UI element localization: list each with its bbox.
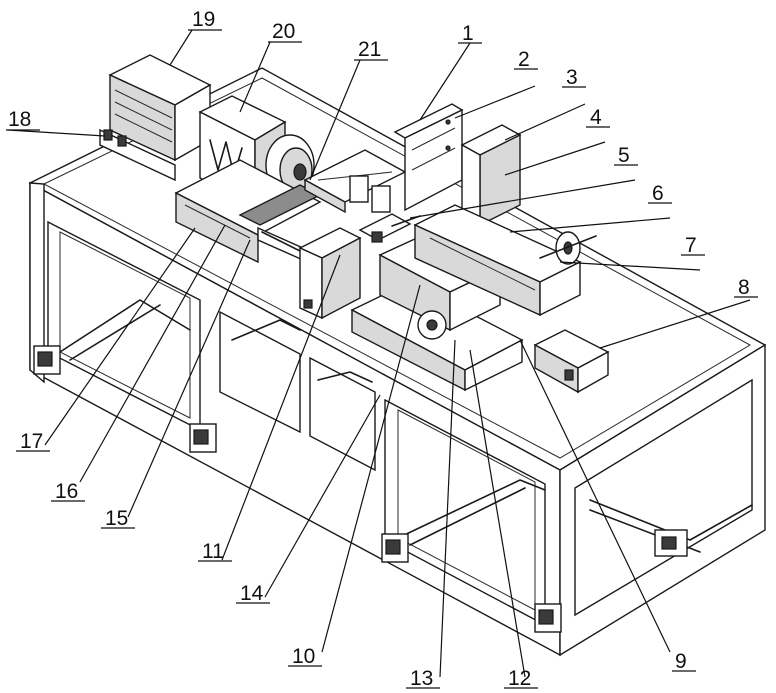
callout-13: 13 (410, 667, 433, 690)
callout-2: 2 (518, 48, 530, 71)
callout-6: 6 (652, 182, 664, 205)
callout-5: 5 (618, 144, 630, 167)
callout-8: 8 (738, 276, 750, 299)
callout-7: 7 (685, 234, 697, 257)
callout-1: 1 (462, 22, 474, 45)
callout-10: 10 (292, 645, 315, 668)
callout-14: 14 (240, 582, 264, 605)
callout-18: 18 (8, 108, 31, 131)
callout-15: 15 (105, 507, 128, 530)
callout-20: 20 (272, 20, 295, 43)
callout-3: 3 (566, 66, 578, 89)
callout-17: 17 (20, 430, 43, 453)
callout-11: 11 (202, 540, 224, 563)
callout-16: 16 (55, 480, 78, 503)
callout-21: 21 (358, 38, 381, 61)
callout-9: 9 (675, 650, 687, 673)
callout-12: 12 (508, 667, 531, 690)
callout-19: 19 (192, 8, 215, 31)
callout-4: 4 (590, 106, 602, 129)
